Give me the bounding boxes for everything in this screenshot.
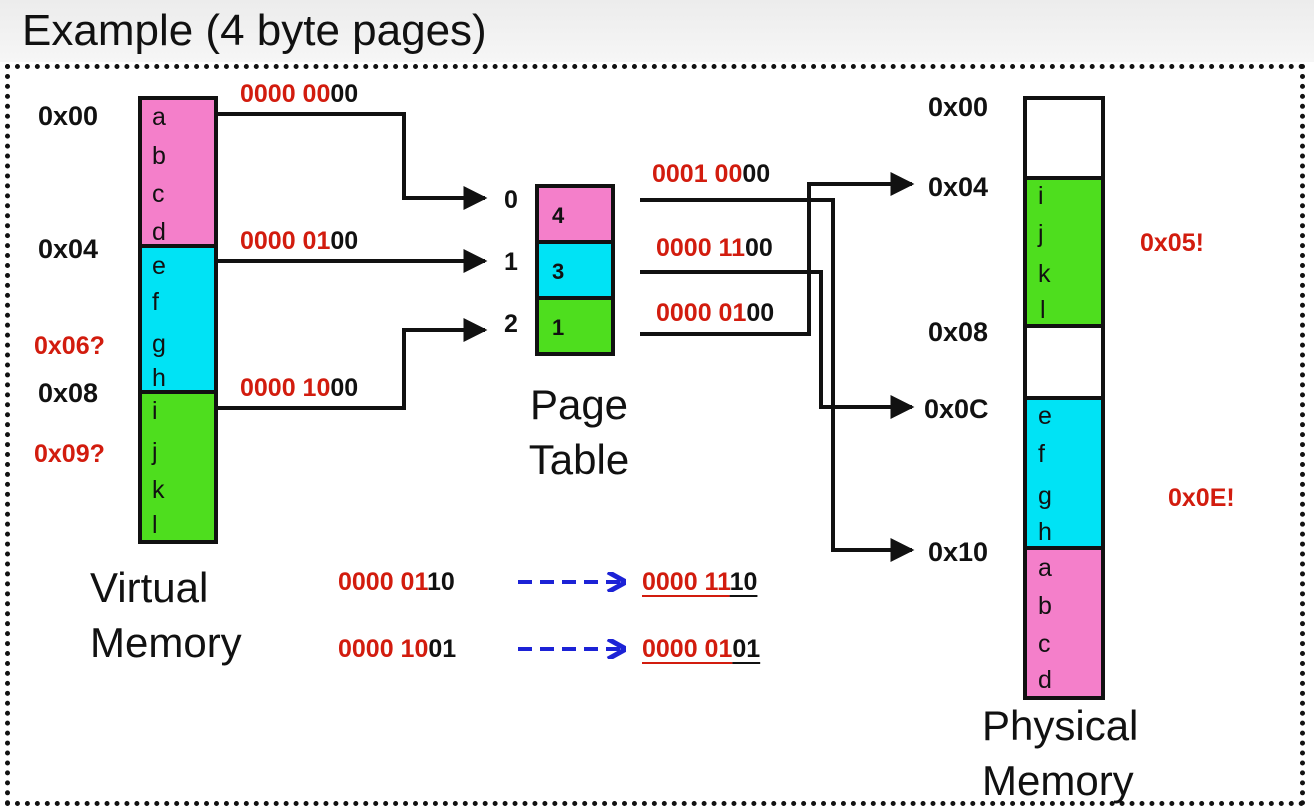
pt-index-0: 0	[504, 186, 518, 214]
pm-byte-b: b	[1038, 592, 1052, 620]
pt-index-1: 1	[504, 248, 518, 276]
pm-byte-i: i	[1038, 182, 1044, 210]
pm-byte-l: l	[1040, 296, 1046, 324]
pm-byte-k: k	[1038, 260, 1051, 288]
pm-frame-3	[1023, 396, 1105, 550]
pm-addr-0x04: 0x04	[928, 172, 989, 202]
vm-addr-0x00: 0x00	[38, 101, 99, 131]
pm-byte-a: a	[1038, 554, 1052, 582]
pm-addr-0x0C: 0x0C	[924, 394, 989, 424]
vm-addr-0x08: 0x08	[38, 378, 99, 408]
virtual-memory-label: Virtual Memory	[90, 560, 242, 671]
vm-byte-f: f	[152, 288, 159, 316]
translation-virtual-1: 0000 1001	[338, 635, 457, 663]
pt-entry-value-0: 4	[552, 203, 565, 228]
pm-frame-4	[1023, 546, 1105, 700]
translation-virtual-0: 0000 0110	[338, 568, 455, 596]
page-table-label: Page Table	[520, 377, 638, 488]
vm-page-1	[138, 244, 218, 394]
pt-entry-value-2: 1	[552, 315, 565, 340]
vm-byte-b: b	[152, 142, 166, 170]
physical-memory-label-line1: Physical	[982, 702, 1139, 749]
pm-byte-f: f	[1038, 440, 1045, 468]
pm-addr-0x10: 0x10	[928, 537, 989, 567]
pt-frame-addr-0: 0001 0000	[652, 160, 771, 188]
pt-entry-value-1: 3	[552, 259, 565, 284]
pt-entry-0	[535, 184, 615, 244]
vm-byte-c: c	[152, 180, 165, 208]
pm-addr-0x08: 0x08	[928, 317, 989, 347]
page-table-label-line1: Page	[529, 381, 629, 428]
vm-page-0	[138, 96, 218, 248]
pt-to-pm-arrow-1	[640, 270, 915, 419]
vm-query-0x06: 0x06?	[34, 332, 105, 360]
pt-frame-addr-1: 0000 1100	[656, 234, 773, 262]
pt-entry-1	[535, 240, 615, 300]
pm-frame-2	[1023, 324, 1105, 400]
pm-byte-g: g	[1038, 482, 1052, 510]
vm-query-0x09: 0x09?	[34, 440, 105, 468]
vm-page-2	[138, 390, 218, 544]
virtual-memory-label-line2: Memory	[90, 619, 242, 667]
pm-byte-h: h	[1038, 518, 1052, 546]
pm-byte-d: d	[1038, 666, 1052, 694]
pm-byte-c: c	[1038, 630, 1051, 658]
pm-answer-0x0E: 0x0E!	[1168, 484, 1235, 512]
pm-frame-0	[1023, 96, 1105, 180]
vm-byte-g: g	[152, 330, 166, 358]
virtual-memory-label-line1: Virtual	[90, 564, 209, 611]
vm-to-pt-arrow-0	[218, 112, 488, 210]
vm-byte-e: e	[152, 252, 166, 280]
vm-page-addr-2: 0000 1000	[240, 374, 359, 402]
vm-byte-j: j	[152, 438, 158, 466]
vm-byte-h: h	[152, 364, 166, 392]
pm-byte-e: e	[1038, 402, 1052, 430]
translation-physical-1: 0000 0101	[642, 635, 761, 663]
vm-page-addr-0: 0000 0000	[240, 80, 359, 108]
vm-page-addr-1: 0000 0100	[240, 227, 359, 255]
pt-to-pm-arrow-2	[640, 172, 915, 336]
title-band	[0, 0, 1314, 62]
vm-byte-l: l	[152, 511, 158, 539]
vm-addr-0x04: 0x04	[38, 234, 99, 264]
pt-to-pm-arrow-0	[640, 198, 915, 562]
slide-title: Example (4 byte pages)	[22, 6, 487, 55]
vm-byte-a: a	[152, 103, 166, 131]
page-table-label-line2: Table	[528, 436, 630, 484]
pm-answer-0x05: 0x05!	[1140, 229, 1204, 257]
physical-memory-label-line2: Memory	[982, 757, 1134, 805]
vm-byte-d: d	[152, 218, 166, 246]
pt-index-2: 2	[504, 310, 518, 338]
pm-byte-j: j	[1038, 220, 1044, 248]
vm-to-pt-arrow-2	[218, 318, 488, 410]
pt-entry-2	[535, 296, 615, 356]
vm-byte-i: i	[152, 397, 158, 425]
dotted-frame	[5, 64, 1305, 806]
translation-physical-0: 0000 1110	[642, 568, 758, 596]
pm-addr-0x00: 0x00	[928, 92, 989, 122]
physical-memory-label: Physical Memory	[982, 698, 1138, 809]
pm-frame-1	[1023, 176, 1105, 328]
vm-byte-k: k	[152, 476, 165, 504]
pt-frame-addr-2: 0000 0100	[656, 299, 775, 327]
